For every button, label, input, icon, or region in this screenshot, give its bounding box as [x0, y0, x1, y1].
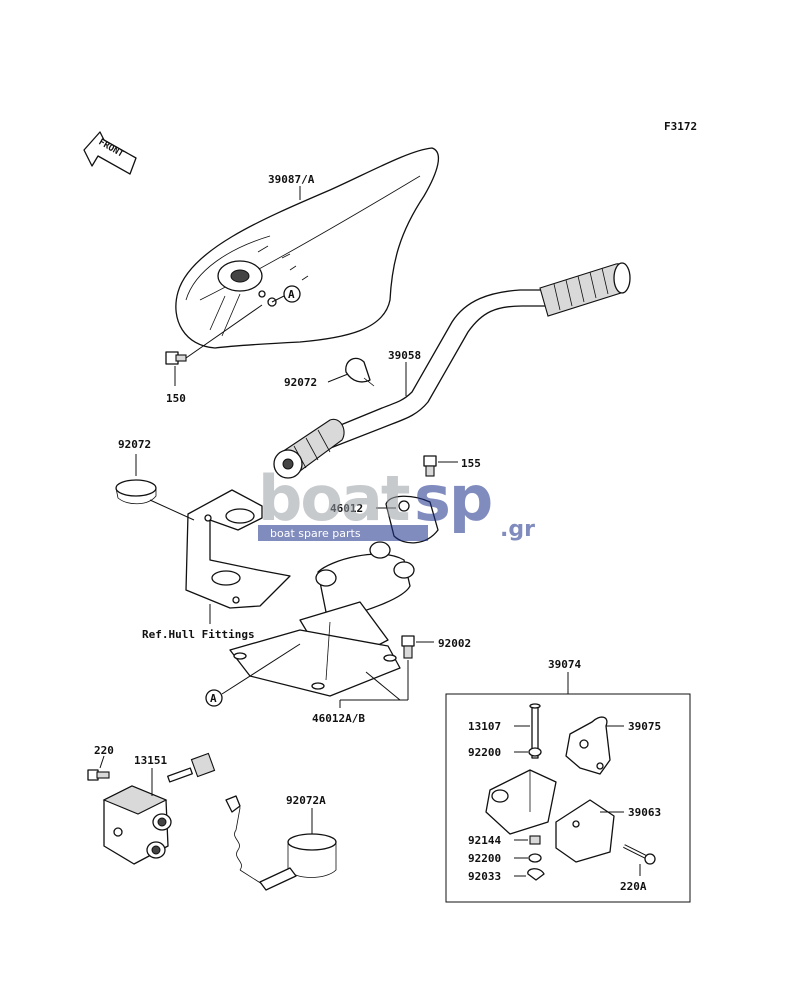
washer-92200-bottom	[528, 853, 542, 863]
watermark-tld: .gr	[500, 517, 535, 542]
label-92200-bottom: 92200	[468, 852, 501, 865]
label-92072a: 92072A	[286, 794, 326, 807]
spring-92144	[529, 835, 541, 845]
label-92072-top: 92072	[284, 376, 317, 389]
label-92033: 92033	[468, 870, 501, 883]
washer-92200-top	[528, 747, 542, 757]
band-92072-left	[115, 479, 157, 505]
label-46012: 46012	[330, 502, 363, 515]
label-220a: 220A	[620, 880, 647, 893]
band-92072-top	[345, 357, 375, 387]
label-155: 155	[461, 457, 481, 470]
label-92144: 92144	[468, 834, 501, 847]
pin-13107	[529, 703, 541, 759]
lever-39075	[565, 716, 611, 775]
case-39063	[555, 799, 615, 863]
handlebar	[273, 262, 631, 479]
label-13107: 13107	[468, 720, 501, 733]
label-13151: 13151	[134, 754, 167, 767]
diagram-code: F3172	[664, 120, 697, 133]
grip-left	[273, 418, 345, 479]
watermark-tagline: boat spare parts	[270, 527, 361, 540]
label-39063: 39063	[628, 806, 661, 819]
label-39074: 39074	[548, 658, 581, 671]
callout-a-top: A	[288, 288, 295, 301]
label-39075: 39075	[628, 720, 661, 733]
callout-a-bottom: A	[210, 692, 217, 705]
label-39058: 39058	[388, 349, 421, 362]
label-92200-top: 92200	[468, 746, 501, 759]
front-arrow-icon: FRONT	[83, 131, 137, 175]
bolt-220	[87, 769, 110, 781]
label-39087a: 39087/A	[268, 173, 315, 186]
watermark-brand-1: boat	[258, 462, 410, 535]
bolt-220a	[623, 844, 656, 865]
label-150: 150	[166, 392, 186, 405]
bolt-92002	[401, 635, 415, 659]
bolt-155	[423, 455, 437, 477]
watermark-brand-2: sp	[414, 462, 491, 535]
holder-lower	[229, 541, 415, 697]
label-46012ab: 46012A/B	[312, 712, 365, 725]
lever-body	[485, 769, 557, 835]
hull-fittings-bracket	[185, 489, 291, 609]
label-92002: 92002	[438, 637, 471, 650]
label-220: 220	[94, 744, 114, 757]
bolt-150	[165, 351, 187, 365]
clip-92033	[527, 868, 545, 881]
grip-right	[539, 262, 631, 317]
label-ref-hull: Ref.Hull Fittings	[142, 628, 255, 641]
band-92072a	[225, 795, 337, 891]
watermark-logo: boat sp .gr boat spare parts	[258, 462, 535, 542]
label-92072-left: 92072	[118, 438, 151, 451]
switch-13151	[102, 752, 216, 865]
handlebar-cover	[175, 147, 440, 349]
lever-assembly-box	[445, 672, 691, 903]
